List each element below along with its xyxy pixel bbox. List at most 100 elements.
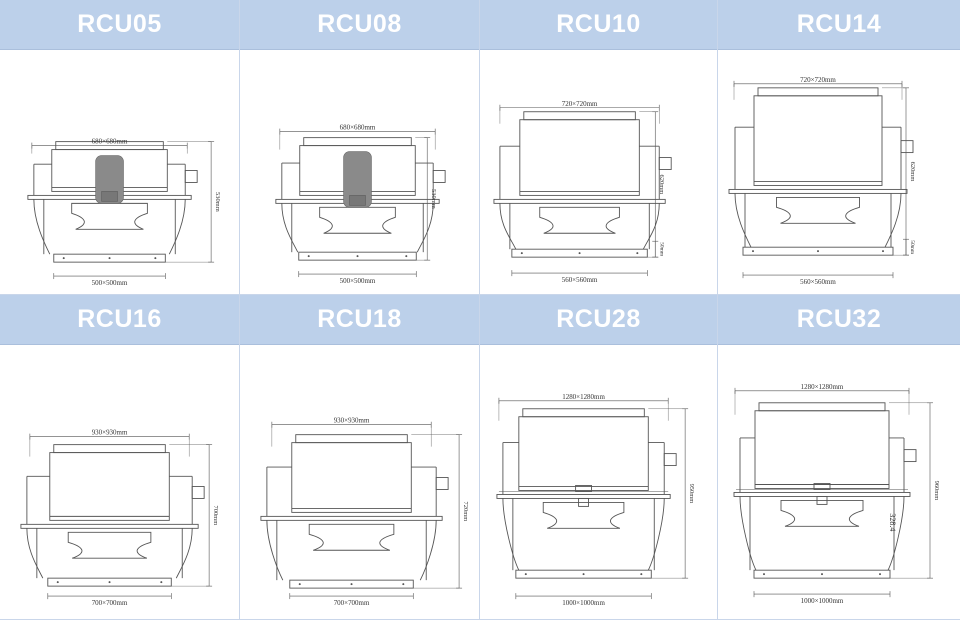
bolt-hole <box>763 573 765 576</box>
top-dimension-label: 720×720mm <box>800 76 836 84</box>
side-outlet <box>432 170 446 183</box>
side-outlet <box>184 170 198 183</box>
bolt-hole <box>298 583 301 586</box>
base-dimension-label: 500×500mm <box>340 277 376 285</box>
curb-leg-left <box>499 203 517 250</box>
bolt-hole <box>307 255 310 258</box>
skirt-outline <box>739 437 905 493</box>
inlet-bell <box>539 206 620 234</box>
model-title: RCU14 <box>718 0 960 50</box>
mounting-tray <box>260 515 443 521</box>
base-dimension-label: 1000×1000mm <box>801 597 844 605</box>
mounting-tray <box>20 523 199 529</box>
side-outlet <box>903 449 917 463</box>
curb-leg-right <box>647 498 665 571</box>
side-outlet <box>435 477 449 490</box>
skirt-outline <box>734 126 902 190</box>
curb-leg-left <box>26 528 44 579</box>
side-outlet <box>191 486 205 499</box>
skirt-outline <box>502 442 665 495</box>
hood-body <box>518 416 649 491</box>
hood-cap <box>757 87 879 97</box>
hood-cap <box>295 434 408 444</box>
bolt-hole <box>752 250 754 253</box>
curb-leg-right <box>419 520 437 581</box>
inlet-bell <box>319 206 396 234</box>
inlet-bell <box>542 501 625 529</box>
model-title: RCU08 <box>240 0 479 50</box>
curb-leg-right <box>887 496 905 571</box>
model-title: RCU32 <box>718 295 960 345</box>
mounting-tray <box>728 188 908 194</box>
damper-box <box>816 495 828 505</box>
side-outlet <box>663 453 677 467</box>
model-title: RCU10 <box>480 0 717 50</box>
model-title: RCU05 <box>0 0 239 50</box>
base-height-label: 50mm <box>909 240 915 255</box>
bolt-hole <box>154 257 157 260</box>
top-dimension-label: 930×930mm <box>92 429 128 437</box>
height-dimension-label: 530mm <box>214 192 221 212</box>
mounting-tray <box>493 198 666 204</box>
curb-leg-right <box>168 199 186 255</box>
bolt-hole <box>817 250 819 253</box>
damper-box <box>813 483 831 490</box>
side-outlet <box>658 157 672 170</box>
base-dimension-label: 1000×1000mm <box>562 599 605 607</box>
bolt-hole <box>56 581 59 584</box>
hood-body <box>754 410 890 489</box>
skirt-outline <box>499 145 660 200</box>
base-plate <box>53 253 166 263</box>
curb-leg-left <box>502 498 520 571</box>
hood-body <box>753 95 883 186</box>
damper-box <box>578 497 589 507</box>
top-dimension-label: 720×720mm <box>562 100 598 108</box>
curb-leg-left <box>266 520 284 581</box>
base-plate <box>753 569 891 579</box>
damper-box <box>575 485 592 492</box>
side-outlet <box>900 140 914 154</box>
motor-mount <box>349 195 366 206</box>
curb-leg-left <box>281 203 299 253</box>
inlet-bell <box>780 499 864 527</box>
base-dimension-label: 560×560mm <box>800 278 836 286</box>
bolt-hole <box>640 573 643 576</box>
mounting-tray <box>733 492 911 497</box>
skirt-outline <box>266 466 437 517</box>
model-title: RCU28 <box>480 295 717 345</box>
skirt-outline <box>281 162 434 200</box>
base-dimension-label: 560×560mm <box>562 276 598 284</box>
bolt-hole <box>405 255 408 258</box>
base-plate <box>289 579 414 589</box>
hood-cap <box>522 408 645 418</box>
bolt-hole <box>524 573 527 576</box>
height-dimension-label: 950mm <box>688 484 695 504</box>
motor-mount <box>101 191 118 202</box>
inlet-bell <box>67 531 152 559</box>
skirt-outline <box>33 163 186 196</box>
motor <box>343 151 372 208</box>
curb-leg-right <box>642 203 660 250</box>
hood-body <box>291 442 412 513</box>
bolt-hole <box>879 573 881 576</box>
hood-cap <box>303 137 412 147</box>
height-dimension-label: 700mm <box>212 505 219 525</box>
hood-cap <box>758 402 886 412</box>
skirt-outline <box>26 475 193 525</box>
bolt-hole <box>62 257 65 260</box>
